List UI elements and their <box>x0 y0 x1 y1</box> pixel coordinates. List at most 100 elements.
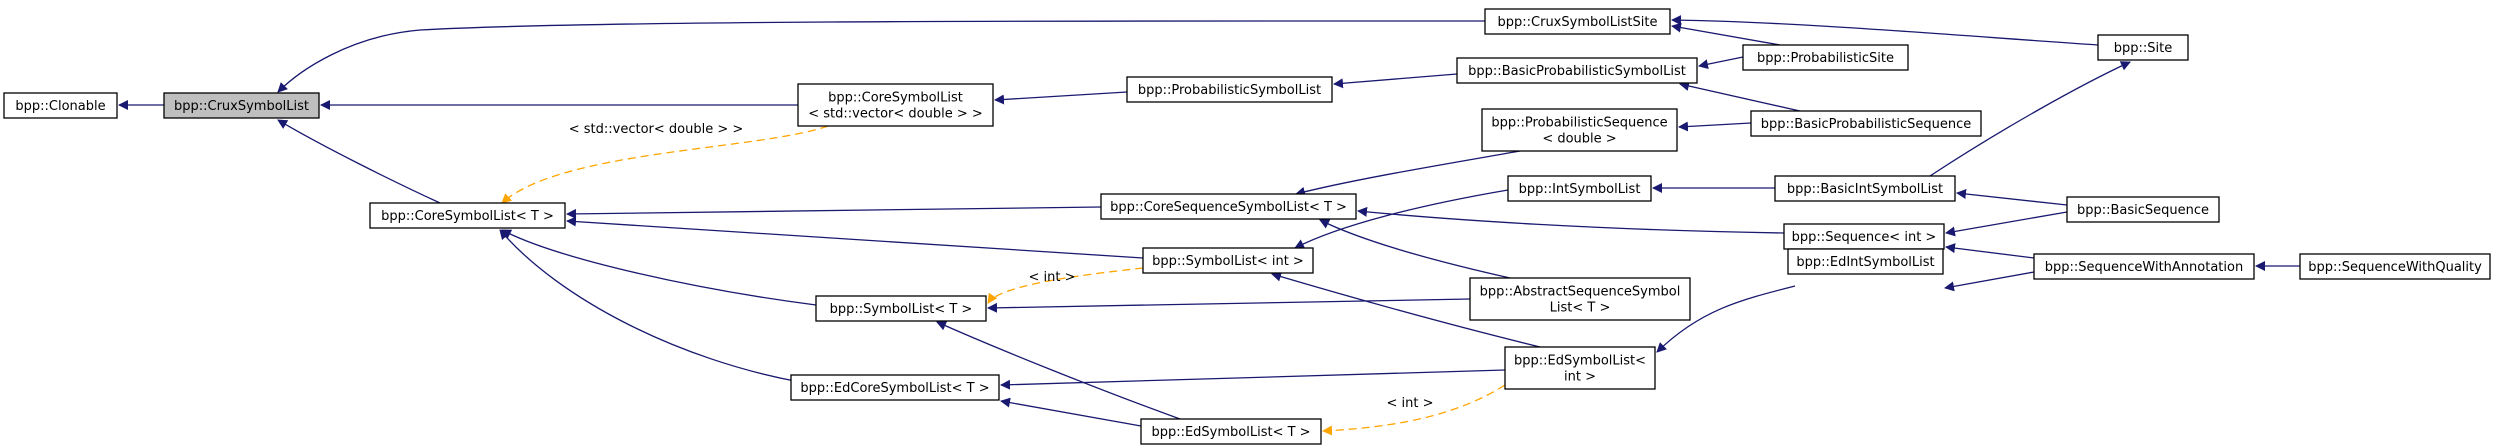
class-node-prob-site[interactable]: bpp::ProbabilisticSite <box>1742 44 1909 71</box>
node-label: bpp::BasicProbabilisticSymbolList <box>1468 64 1686 79</box>
class-node-edsl-t[interactable]: bpp::EdSymbolList< T > <box>1140 418 1322 445</box>
node-label: bpp::CoreSymbolList< T > <box>381 209 554 224</box>
class-node-crux[interactable]: bpp::CruxSymbolList <box>163 92 320 119</box>
node-label: bpp::SequenceWithAnnotation <box>2045 260 2243 275</box>
edge-edcore-t-to-coresl-t <box>499 229 801 383</box>
class-node-prob-seq[interactable]: bpp::ProbabilisticSequence< double > <box>1481 108 1678 152</box>
edge-coresl-vec-tmpl <box>501 125 829 204</box>
edge-edsl-int-to-sl-int <box>1271 271 1541 348</box>
node-label: bpp::EdSymbolList< <box>1514 354 1646 369</box>
class-node-basic-prob-sl[interactable]: bpp::BasicProbabilisticSymbolList <box>1456 57 1698 84</box>
class-node-seq-int[interactable]: bpp::Sequence< int > <box>1783 223 1945 250</box>
node-label: bpp::ProbabilisticSite <box>1757 51 1894 66</box>
node-box <box>2097 34 2189 61</box>
edge-basic-seq-to-seq-int <box>1945 211 2068 237</box>
node-box <box>1456 57 1698 84</box>
node-box <box>815 295 987 322</box>
edge-ed-int-sl-to-edsl-int <box>1656 285 1796 353</box>
edge-prob-sl-to-coresl-vec <box>994 91 1128 105</box>
edge-label-template-arg: < int > <box>1387 396 1434 411</box>
class-node-basic-prob-seq[interactable]: bpp::BasicProbabilisticSequence <box>1750 110 1982 137</box>
edge-basic-prob-seq-to-prob-seq <box>1678 121 1752 132</box>
edge-label-template-arg: < int > <box>1029 270 1076 285</box>
edge-sl-t-to-coresl-t <box>501 229 817 306</box>
node-box <box>2066 196 2220 223</box>
class-node-edsl-int[interactable]: bpp::EdSymbolList<int > <box>1504 346 1656 390</box>
node-label: bpp::Site <box>2114 41 2172 56</box>
edge-crux-site-to-crux <box>277 20 1486 93</box>
class-node-clonable[interactable]: bpp::Clonable <box>3 92 118 119</box>
node-label: bpp::ProbabilisticSequence <box>1491 116 1667 131</box>
node-box <box>1484 8 1671 35</box>
class-node-crux-site[interactable]: bpp::CruxSymbolListSite <box>1484 8 1671 35</box>
node-label: bpp::SymbolList< int > <box>1152 254 1304 269</box>
node-box <box>1750 110 1982 137</box>
node-box <box>1469 277 1691 321</box>
class-node-ed-int-sl[interactable]: bpp::EdIntSymbolList <box>1787 248 1944 275</box>
node-label: bpp::SequenceWithQuality <box>2308 260 2482 275</box>
node-box <box>1787 248 1944 275</box>
node-box <box>369 202 566 229</box>
node-box <box>1774 175 1956 202</box>
class-node-site[interactable]: bpp::Site <box>2097 34 2189 61</box>
class-node-sl-t[interactable]: bpp::SymbolList< T > <box>815 295 987 322</box>
node-box <box>3 92 118 119</box>
node-label: bpp::BasicProbabilisticSequence <box>1761 117 1972 132</box>
class-node-int-sl[interactable]: bpp::IntSymbolList <box>1507 175 1652 202</box>
node-label: bpp::SymbolList< T > <box>830 302 973 317</box>
node-label: bpp::EdSymbolList< T > <box>1151 425 1310 440</box>
node-box <box>1126 76 1333 103</box>
node-label: bpp::EdCoreSymbolList< T > <box>800 381 989 396</box>
class-node-seq-annot[interactable]: bpp::SequenceWithAnnotation <box>2033 253 2255 280</box>
class-node-coresl-t[interactable]: bpp::CoreSymbolList< T > <box>369 202 566 229</box>
node-box <box>1142 247 1314 274</box>
class-node-seq-qual[interactable]: bpp::SequenceWithQuality <box>2299 253 2491 280</box>
edge-abs-seq-to-sl-t <box>987 298 1471 313</box>
edge-edsl-int-to-edcore-t <box>1000 369 1506 390</box>
node-label: bpp::AbstractSequenceSymbol <box>1480 285 1681 300</box>
node-label: bpp::CoreSequenceSymbolList< T > <box>1110 200 1347 215</box>
node-label: bpp::CruxSymbolList <box>174 99 309 114</box>
class-node-sl-int[interactable]: bpp::SymbolList< int > <box>1142 247 1314 274</box>
edge-prob-site-to-basic-prob-sl <box>1698 56 1744 70</box>
edge-int-sl-to-sl-int <box>1294 189 1509 249</box>
node-box <box>797 83 994 127</box>
node-label: bpp::ProbabilisticSymbolList <box>1138 83 1321 98</box>
edge-seq-annot-to-ed-int-sl <box>1944 271 2035 292</box>
node-label: < std::vector< double > > <box>808 107 983 122</box>
node-box <box>2033 253 2255 280</box>
class-node-coresl-vec[interactable]: bpp::CoreSymbolList< std::vector< double… <box>797 83 994 127</box>
class-node-basic-int-sl[interactable]: bpp::BasicIntSymbolList <box>1774 175 1956 202</box>
edge-sl-int-to-coresl-t <box>566 216 1144 259</box>
node-label: bpp::BasicIntSymbolList <box>1787 182 1943 197</box>
edge-edsl-t-tmpl <box>1322 384 1506 436</box>
edge-basic-prob-seq-to-basic-prob-sl <box>1679 81 1801 112</box>
edge-coreseq-t-to-coresl-t <box>566 206 1102 219</box>
node-box <box>1504 346 1656 390</box>
node-label: bpp::Sequence< int > <box>1792 230 1937 245</box>
node-box <box>1140 418 1322 445</box>
node-box <box>163 92 320 119</box>
node-label: < double > <box>1542 132 1616 147</box>
node-label: bpp::CruxSymbolListSite <box>1498 15 1658 30</box>
node-label: bpp::IntSymbolList <box>1519 182 1641 197</box>
edge-edsl-t-to-edcore-t <box>1000 397 1142 427</box>
edge-prob-site-to-crux-site <box>1671 22 1781 46</box>
class-node-basic-seq[interactable]: bpp::BasicSequence <box>2066 196 2220 223</box>
edge-seq-annot-to-seq-int <box>1945 243 2035 259</box>
edge-site-to-crux-site <box>1671 15 2099 46</box>
node-label: int > <box>1564 370 1596 385</box>
edge-edsl-t-to-sl-t <box>936 321 1181 420</box>
node-label: bpp::EdIntSymbolList <box>1796 255 1934 270</box>
class-node-edcore-t[interactable]: bpp::EdCoreSymbolList< T > <box>790 374 1000 401</box>
node-box <box>790 374 1000 401</box>
edge-prob-seq-to-coreseq-t <box>1295 150 1521 197</box>
class-node-prob-sl[interactable]: bpp::ProbabilisticSymbolList <box>1126 76 1333 103</box>
class-node-coreseq-t[interactable]: bpp::CoreSequenceSymbolList< T > <box>1100 193 1357 220</box>
edge-abs-seq-to-coreseq-t <box>1319 219 1511 279</box>
edge-seq-int-to-coreseq-t <box>1357 206 1785 234</box>
node-label: List< T > <box>1550 301 1611 316</box>
node-box <box>2299 253 2491 280</box>
